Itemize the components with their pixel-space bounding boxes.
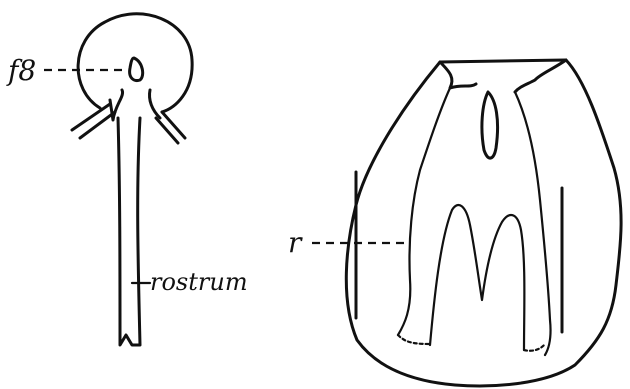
f8-label: f8 <box>6 54 36 87</box>
right-foot-stipple <box>524 344 545 351</box>
left-foot-stipple <box>398 335 430 344</box>
central-slit <box>482 92 498 158</box>
top-notch-left <box>440 62 476 88</box>
r-label: r <box>288 226 303 259</box>
right-specimen: r <box>288 60 621 386</box>
f8-organ <box>130 58 143 81</box>
arm-left <box>72 104 115 138</box>
left-specimen: f8 rostrum <box>6 14 248 345</box>
rostrum-label: rostrum <box>150 268 248 296</box>
m-structure <box>430 205 524 350</box>
inner-left-wall <box>398 88 450 335</box>
rostrum-stalk <box>118 118 140 345</box>
top-notch-right <box>515 60 566 92</box>
neck-right <box>149 90 160 118</box>
head-outline <box>78 14 192 112</box>
